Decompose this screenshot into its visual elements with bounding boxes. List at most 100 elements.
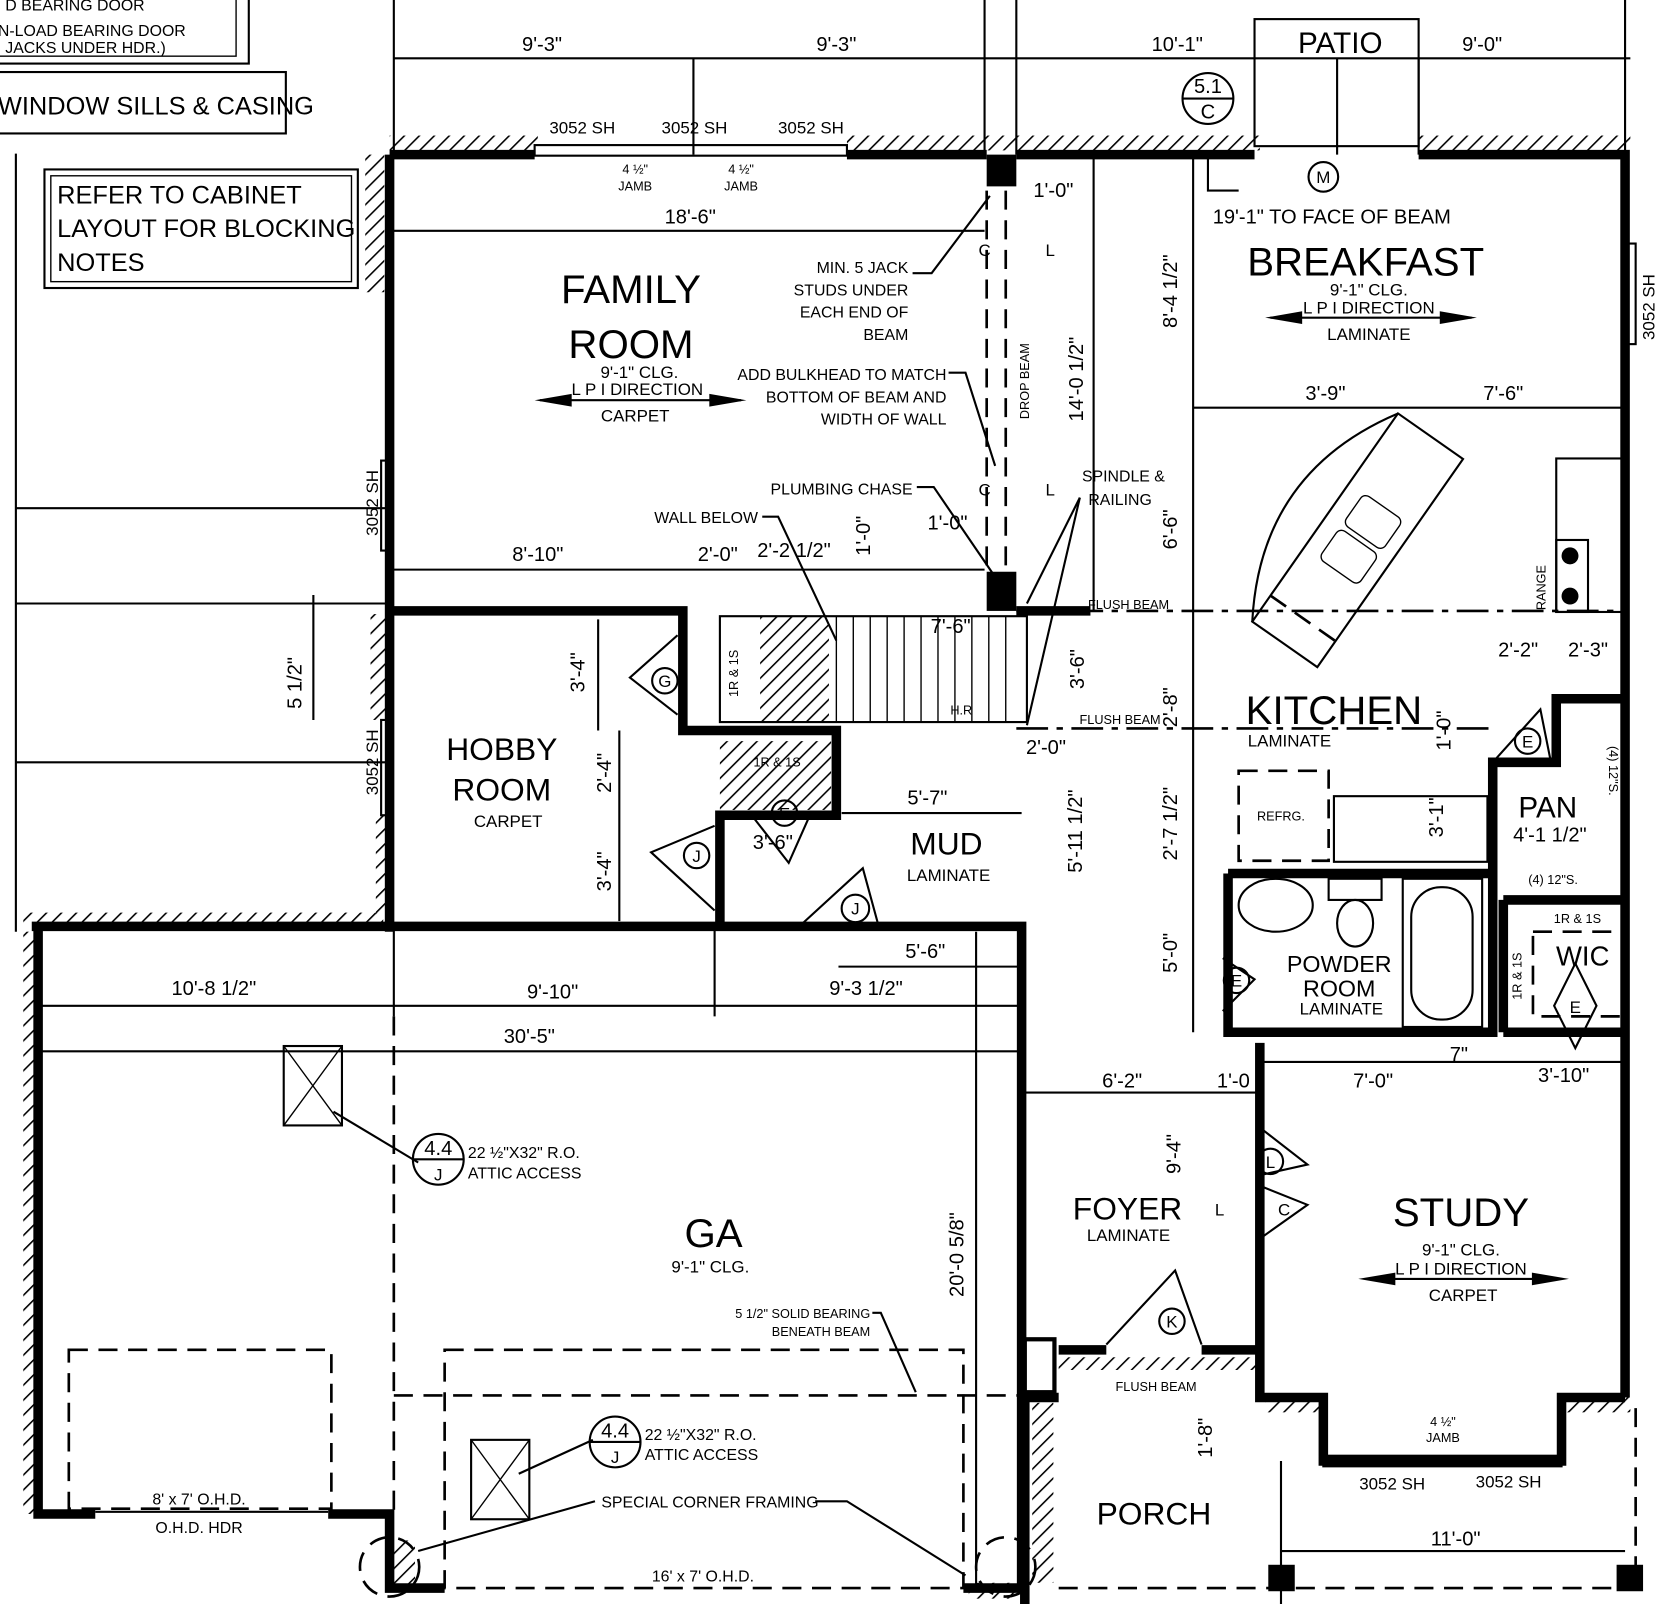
plan-label: L P I DIRECTION <box>572 380 704 399</box>
note-text: LAYOUT FOR BLOCKING <box>57 215 355 243</box>
plan-label: 7'-6" <box>931 616 971 638</box>
plan-label: 8' x 7' O.H.D. <box>152 1491 245 1508</box>
plan-label: 5'-11 1/2" <box>1065 789 1087 872</box>
attic-access-tag: 4.4 J 22 ½"X32" R.O. ATTIC ACCESS <box>588 1415 759 1469</box>
plan-label: 1'-0" <box>1433 711 1455 751</box>
family-room: FAMILY ROOM 9'-1" CLG. L P I DIRECTION C… <box>393 154 1165 726</box>
dimension-label: 18'-6" <box>665 206 716 228</box>
plan-label: JAMB <box>1426 1431 1460 1445</box>
plan-label: 8'-4 1/2" <box>1160 254 1182 328</box>
plan-label: PORCH <box>1097 1496 1212 1532</box>
window-label: 3052 SH <box>662 118 728 137</box>
plan-label: ROOM <box>452 771 551 807</box>
plan-label: 1R & 1S <box>1510 953 1524 1000</box>
plan-label: 4'-1 1/2" <box>1513 825 1587 847</box>
plan-label: L <box>1045 241 1054 260</box>
plan-label: STUDY <box>1393 1190 1529 1235</box>
plan-label: LAMINATE <box>1327 325 1410 344</box>
plan-label: RAILING <box>1088 492 1152 509</box>
stairs: 7'-6" 3'-6" H.R 1R & 1S 1R & 1S FLUSH BE… <box>718 598 1626 810</box>
plan-label: 1'-0" <box>927 512 967 534</box>
walls <box>23 135 1644 1604</box>
plan-label: PLUMBING CHASE <box>771 481 913 498</box>
top-dimensions: 9'-3" 9'-3" 10'-1" 9'-0" PATIO 18'-6" 1'… <box>392 0 1631 232</box>
plan-label: 3'-6" <box>753 832 793 854</box>
plan-label: STUDS UNDER <box>794 282 909 299</box>
plan-label: 5.1 <box>1194 76 1222 98</box>
attic-access-tag: 4.4 J 22 ½"X32" R.O. ATTIC ACCESS <box>411 1132 582 1186</box>
plan-label: WIDTH OF WALL <box>821 412 947 429</box>
plan-label: 6'-2" <box>1102 1070 1142 1092</box>
plan-label: J <box>851 900 859 919</box>
plan-label: ATTIC ACCESS <box>468 1165 582 1182</box>
plan-label: 19'-1" TO FACE OF BEAM <box>1213 206 1451 228</box>
plan-label: 2'-0" <box>1026 737 1066 759</box>
study: 7'-0" 7" 3'-10" STUDY 9'-1" CLG. L P I D… <box>1259 1044 1626 1305</box>
plan-label: 2'-2" <box>1498 639 1538 661</box>
window-label: 3052 SH <box>1640 274 1659 340</box>
note-text: JACKS UNDER HDR.) <box>5 40 166 57</box>
plan-label: JAMB <box>618 180 652 194</box>
plan-label: 4 ½" <box>622 163 648 177</box>
plan-label: 8'-10" <box>512 544 563 566</box>
plan-label: 9'-1" CLG. <box>600 363 678 382</box>
windows: 3052 SH 3052 SH 3052 SH 3052 SH 3052 SH … <box>363 118 1659 1493</box>
plan-label: FOYER <box>1073 1191 1182 1227</box>
plan-label: POWDER <box>1287 951 1392 977</box>
plan-label: L <box>1266 1153 1275 1172</box>
plan-label: J <box>611 1448 619 1467</box>
plan-label: FLUSH BEAM <box>1088 598 1169 612</box>
plan-label: E <box>1522 732 1533 751</box>
plan-label: 9'-1" CLG. <box>1422 1241 1500 1260</box>
plan-label: BENEATH BEAM <box>772 1325 870 1339</box>
plan-label: WALL BELOW <box>654 510 758 527</box>
garage: 10'-8 1/2" 9'-10" 9'-3 1/2" 30'-5" 4.4 J… <box>42 926 1037 1598</box>
plan-label: BREAKFAST <box>1247 239 1484 284</box>
plan-label: 5'-6" <box>905 941 945 963</box>
plan-label: 3'-10" <box>1538 1065 1589 1087</box>
plan-label: 14'-0 1/2" <box>1066 337 1088 422</box>
plan-label: 1'-8" <box>1195 1418 1217 1458</box>
plan-label: JAMB <box>724 180 758 194</box>
plan-label: 4 ½" <box>728 163 754 177</box>
plan-label: PAN <box>1518 791 1577 824</box>
plan-label: 5 1/2" SOLID BEARING <box>735 1307 870 1321</box>
plan-label: 4.4 <box>424 1138 452 1160</box>
window-label: 3052 SH <box>778 118 844 137</box>
plan-label: 6'-6" <box>1160 509 1182 549</box>
plan-label: 3'-4" <box>594 851 616 891</box>
plan-label: C <box>978 241 990 260</box>
plan-label: FLUSH BEAM <box>1116 1380 1197 1394</box>
dimension-label: 9'-3" <box>522 34 562 56</box>
plan-label: 1'-0" <box>853 516 875 556</box>
kitchen: RANGE KITCHEN LAMINATE 2'-2" 2'-3" 2'-8"… <box>1160 411 1627 887</box>
plan-label: C <box>1278 1200 1290 1219</box>
plan-label: BEAM <box>863 327 908 344</box>
plan-label: 5'-0" <box>1160 933 1182 973</box>
note-text: N-LOAD BEARING DOOR <box>0 23 186 40</box>
plan-label: 1R & 1S <box>727 650 741 697</box>
plan-label: 3'-1" <box>1426 797 1448 837</box>
note-text: WINDOW SILLS & CASING <box>0 92 314 120</box>
plan-label: 2'-7 1/2" <box>1160 787 1182 861</box>
window-label: 3052 SH <box>363 470 382 536</box>
plan-label: 3'-6" <box>1067 649 1089 689</box>
plan-label: SPECIAL CORNER FRAMING <box>601 1495 818 1512</box>
plan-label: (4) 12"S. <box>1606 746 1620 796</box>
note-text: NOTES <box>57 249 144 277</box>
plan-label: 4 ½" <box>1430 1415 1456 1429</box>
note-text: D BEARING DOOR <box>5 0 144 15</box>
plan-label: RANGE <box>1535 565 1549 610</box>
plan-label: 4.4 <box>601 1421 629 1443</box>
plan-label: ATTIC ACCESS <box>645 1447 759 1464</box>
plan-label: J <box>692 847 700 866</box>
plan-label: ROOM <box>1303 975 1375 1001</box>
plan-label: 1R & 1S <box>753 756 800 770</box>
plan-label: LAMINATE <box>1087 1226 1170 1245</box>
plan-label: 20'-0 5/8" <box>946 1212 968 1297</box>
plan-label: H.R <box>950 704 972 718</box>
plan-label: 2'-2 1/2" <box>757 540 831 562</box>
plan-label: FLUSH BEAM <box>1080 713 1161 727</box>
plan-label: C <box>978 481 990 500</box>
